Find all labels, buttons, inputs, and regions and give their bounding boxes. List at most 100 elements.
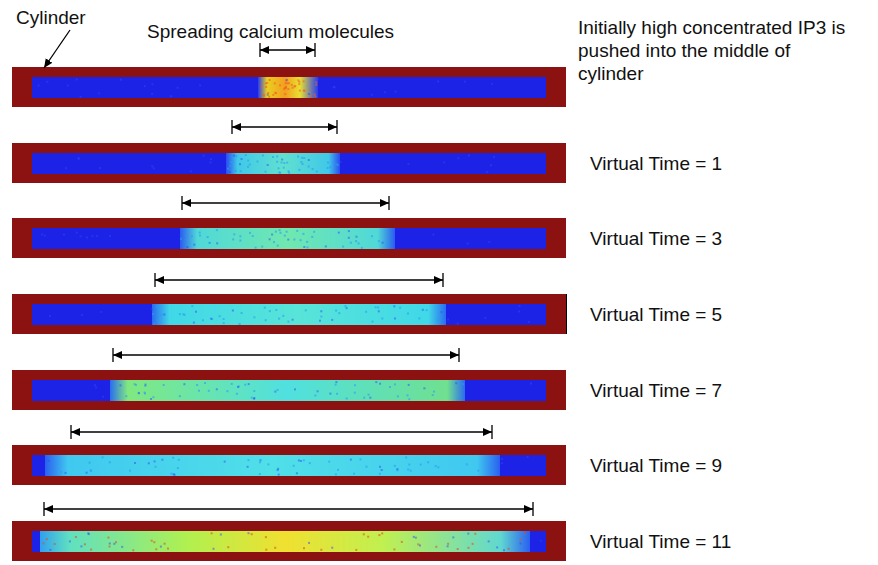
speckle xyxy=(179,313,181,315)
speckle xyxy=(263,94,265,96)
speckle xyxy=(420,464,422,466)
speckle xyxy=(298,459,300,461)
cylinder-wall xyxy=(12,521,566,561)
speckle xyxy=(433,391,435,393)
spread-tick xyxy=(259,43,260,57)
speckle xyxy=(275,92,277,94)
spread-tick xyxy=(336,120,337,134)
speckle xyxy=(191,235,193,237)
speckle xyxy=(95,387,97,389)
speckle xyxy=(253,390,255,392)
speckle xyxy=(486,171,488,173)
speckle xyxy=(164,543,166,545)
note-label: Initially high concentrated IP3 is pushe… xyxy=(578,16,848,85)
speckle xyxy=(335,310,337,312)
speckle xyxy=(296,472,298,474)
speckle xyxy=(152,396,154,398)
cylinder-wall xyxy=(12,370,566,410)
speckle xyxy=(389,386,391,388)
speckle xyxy=(371,94,373,96)
speckle xyxy=(408,464,410,466)
part-label: Cylinder xyxy=(16,6,86,29)
speckle xyxy=(405,456,407,458)
speckle xyxy=(102,456,104,458)
speckle xyxy=(303,157,305,159)
calcium-region xyxy=(258,77,318,98)
spread-tick xyxy=(231,120,232,134)
speckle xyxy=(208,390,210,392)
calcium-region xyxy=(40,531,530,552)
speckle xyxy=(447,543,449,545)
speckle xyxy=(292,87,294,89)
speckle xyxy=(297,156,299,158)
speckle xyxy=(269,310,271,312)
speckle xyxy=(314,94,316,96)
speckle xyxy=(275,231,277,233)
speckle xyxy=(413,536,415,538)
speckle xyxy=(368,394,370,396)
speckle xyxy=(329,166,331,168)
speckle xyxy=(327,162,329,164)
speckle xyxy=(407,469,409,471)
speckle xyxy=(298,81,300,83)
speckle xyxy=(262,154,264,156)
speckle xyxy=(153,541,155,543)
speckle xyxy=(219,315,221,317)
speckle xyxy=(56,462,58,464)
speckle xyxy=(350,242,352,244)
speckle xyxy=(48,460,50,462)
speckle xyxy=(316,171,318,173)
edge-mark xyxy=(566,294,567,334)
speckle xyxy=(381,318,383,320)
speckle xyxy=(457,399,459,401)
spread-arrow xyxy=(113,354,459,355)
speckle xyxy=(369,397,371,399)
speckle xyxy=(457,548,459,550)
speckle xyxy=(253,316,255,318)
speckle xyxy=(320,310,322,312)
speckle xyxy=(261,246,263,248)
speckle xyxy=(96,235,98,237)
speckle xyxy=(125,395,127,397)
speckle xyxy=(350,459,352,461)
speckle xyxy=(278,474,280,476)
speckle xyxy=(320,549,322,551)
speckle xyxy=(232,310,234,312)
calcium-region xyxy=(180,228,395,249)
cylinder-wall xyxy=(12,294,566,334)
speckle xyxy=(279,229,281,231)
speckle xyxy=(328,461,330,463)
speckle xyxy=(378,310,380,312)
speckle xyxy=(304,90,306,92)
speckle xyxy=(284,93,286,95)
speckle xyxy=(241,312,243,314)
speckle xyxy=(267,94,269,96)
calcium-region xyxy=(152,304,446,325)
speckle xyxy=(161,314,163,316)
calcium-region xyxy=(45,455,500,476)
speckle xyxy=(109,235,111,237)
speckle xyxy=(287,239,289,241)
speckle xyxy=(267,463,269,465)
speckle xyxy=(63,234,65,236)
speckle xyxy=(113,543,115,545)
speckle xyxy=(38,85,40,87)
speckle xyxy=(335,163,337,165)
speckle xyxy=(144,85,146,87)
speckle xyxy=(338,232,340,234)
speckle xyxy=(198,390,200,392)
speckle xyxy=(397,395,399,397)
speckle xyxy=(279,172,281,174)
speckle xyxy=(408,398,410,400)
speckle xyxy=(174,474,176,476)
spread-tick xyxy=(112,348,113,362)
speckle xyxy=(157,319,159,321)
speckle xyxy=(306,241,308,243)
speckle xyxy=(275,309,277,311)
cylinder-interior xyxy=(32,153,546,174)
speckle xyxy=(308,93,310,95)
speckle xyxy=(285,80,287,82)
spread-tick xyxy=(532,502,533,516)
speckle xyxy=(467,243,469,245)
spread-tick xyxy=(70,425,71,439)
